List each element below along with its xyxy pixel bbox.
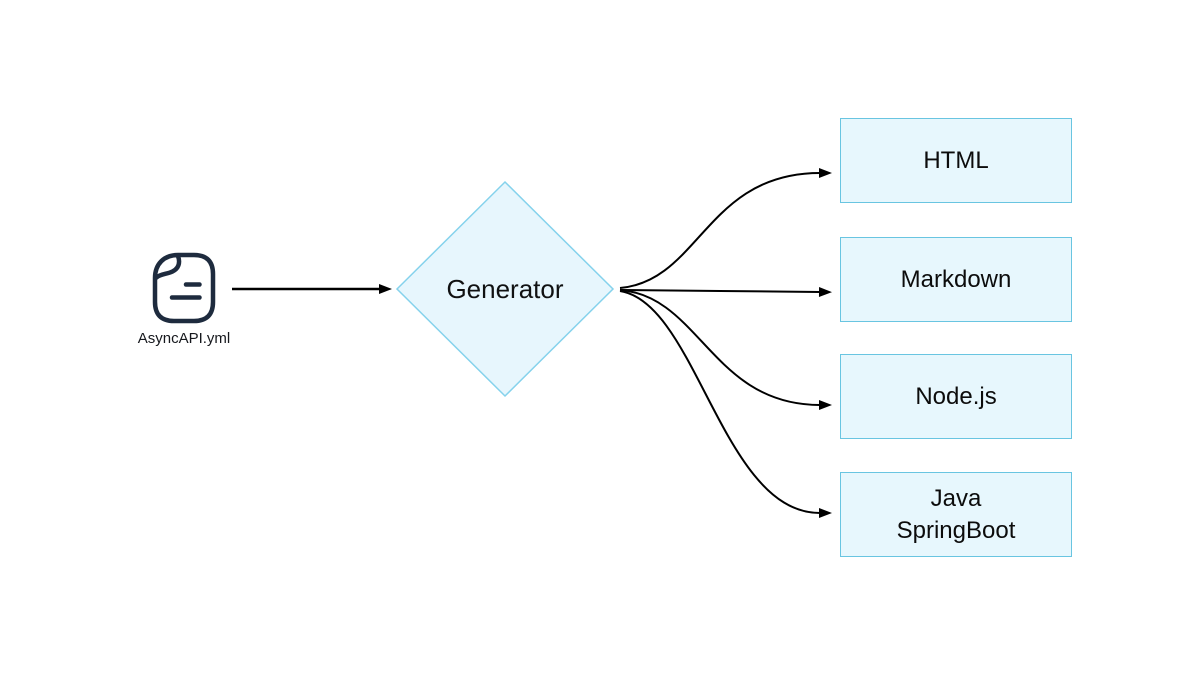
output-box-java-springboot: Java SpringBoot xyxy=(840,472,1072,557)
edge-generator-to-html xyxy=(619,168,832,289)
file-icon xyxy=(152,252,216,324)
output-box-html: HTML xyxy=(840,118,1072,203)
output-label-html: HTML xyxy=(923,146,989,174)
edge-generator-to-nodejs xyxy=(619,289,832,410)
output-box-nodejs: Node.js xyxy=(840,354,1072,439)
output-label-markdown: Markdown xyxy=(900,265,1012,293)
source-label: AsyncAPI.yml xyxy=(137,330,231,347)
output-box-markdown: Markdown xyxy=(840,237,1072,322)
file-fold-corner xyxy=(154,253,182,280)
edge-generator-to-markdown xyxy=(619,286,832,297)
generator-label: Generator xyxy=(446,274,564,304)
generator-diamond xyxy=(395,180,615,398)
output-label-java-springboot: Java SpringBoot xyxy=(896,484,1016,544)
edge-generator-to-java-springboot xyxy=(619,290,832,518)
file-outline xyxy=(152,252,216,324)
output-label-nodejs: Node.js xyxy=(915,382,997,410)
